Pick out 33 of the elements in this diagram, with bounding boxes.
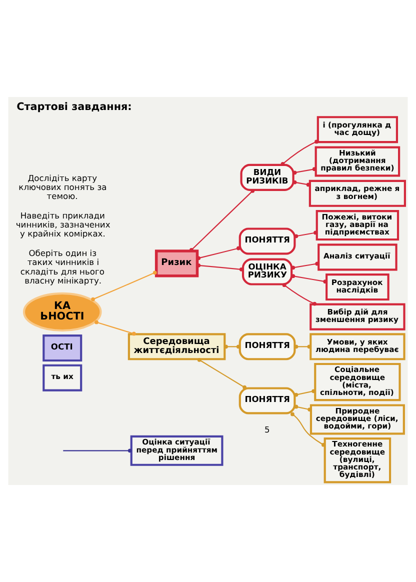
- connector: [282, 283, 317, 306]
- connector: [63, 450, 128, 452]
- node-box: Середовища життєдіяльності: [128, 333, 226, 360]
- connector: [224, 344, 240, 349]
- connector: [196, 263, 244, 272]
- connector: [94, 320, 136, 336]
- node-box: ПОНЯТТЯ: [238, 387, 296, 414]
- label: 5: [264, 424, 270, 435]
- node-box: Ризик: [154, 250, 199, 278]
- connector: [280, 140, 318, 166]
- node-ellipse: КА ЬНОСТІ: [22, 292, 102, 332]
- node-box: ПОНЯТТЯ: [238, 228, 296, 255]
- node-box: ОЦІНКА РИЗИКУ: [242, 258, 293, 286]
- connector: [292, 180, 310, 187]
- connector: [292, 167, 316, 175]
- node-box: ПОНЯТТЯ: [238, 333, 296, 360]
- label: Наведіть приклади чинників, зазначених у крайніх комірках.: [16, 210, 110, 238]
- connector: [91, 270, 157, 302]
- connector: [290, 412, 326, 447]
- node-box: ОСТІ: [42, 334, 82, 362]
- connector: [294, 404, 312, 412]
- connector: [196, 246, 240, 260]
- diagram-title: Стартові завдання:: [16, 101, 132, 114]
- connector: [190, 188, 255, 252]
- node-box: ВИДИ РИЗИКІВ: [240, 164, 294, 191]
- label: Дослідіть карту ключових понять за темою.: [18, 172, 107, 202]
- connector: [291, 274, 328, 284]
- connector: [294, 344, 312, 349]
- label: Оберіть один із таких чинників і складіть для нього власну мінікарту.: [20, 248, 104, 286]
- connector: [291, 262, 320, 270]
- connector: [294, 389, 316, 397]
- connector: [197, 358, 246, 390]
- connector: [294, 230, 318, 238]
